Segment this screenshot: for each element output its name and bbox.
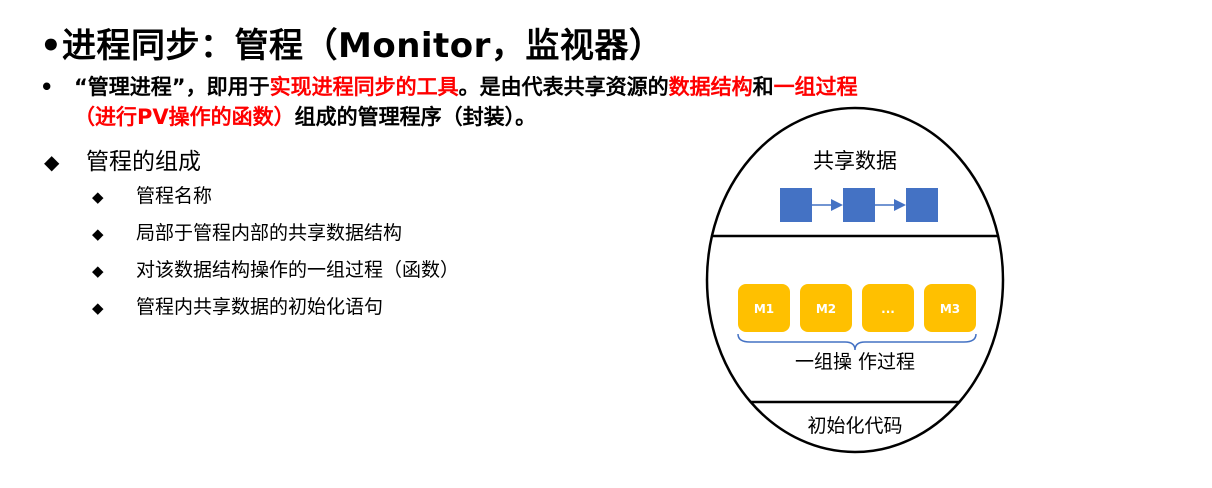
- list-item: ◆ 管程内共享数据的初始化语句: [92, 294, 459, 331]
- def-highlight-pv: （进行PV操作的函数）: [74, 105, 295, 129]
- slide-title: •进程同步：管程（Monitor，监视器）: [40, 18, 663, 67]
- diamond-bullet-icon: ◆: [92, 188, 104, 206]
- composition-heading-text: 管程的组成: [86, 149, 201, 175]
- def-text-1: “管理进程”，即用于: [74, 75, 270, 99]
- procedures-label: 一组操 作过程: [795, 351, 915, 373]
- def-highlight-data-structure: 数据结构: [668, 75, 753, 99]
- init-code-label: 初始化代码: [807, 415, 902, 437]
- list-item: ◆ 对该数据结构操作的一组过程（函数）: [92, 257, 459, 294]
- definition-line-2: （进行PV操作的函数）组成的管理程序（封装）。: [74, 102, 536, 132]
- shared-data-label: 共享数据: [813, 149, 897, 173]
- list-item: ◆ 局部于管程内部的共享数据结构: [92, 220, 459, 257]
- diamond-bullet-icon: ◆: [92, 225, 104, 243]
- composition-list: ◆ 管程名称 ◆ 局部于管程内部的共享数据结构 ◆ 对该数据结构操作的一组过程（函数）…: [92, 183, 459, 331]
- title-bullet: •: [40, 26, 63, 66]
- def-highlight-procedures: 一组过程: [773, 75, 858, 99]
- composition-heading: ◆ 管程的组成: [44, 142, 201, 176]
- curly-brace: [737, 333, 977, 351]
- procedure-box-m1: [738, 284, 790, 332]
- def-text-2: 。是由代表共享资源的: [458, 75, 669, 99]
- diamond-bullet-icon: ◆: [44, 150, 60, 174]
- def-highlight-tool: 实现进程同步的工具: [269, 75, 459, 99]
- data-block: [843, 188, 875, 222]
- diamond-bullet-icon: ◆: [92, 299, 104, 317]
- procedure-label: M3: [940, 302, 960, 316]
- def-text-4: 组成的管理程序（封装）。: [294, 105, 537, 129]
- procedure-label: M1: [754, 302, 774, 316]
- definition-line-1: “管理进程”，即用于实现进程同步的工具。是由代表共享资源的数据结构和一组过程: [74, 72, 858, 102]
- def-text-3: 和: [752, 75, 774, 99]
- data-block: [906, 188, 938, 222]
- procedure-label: ...: [881, 302, 895, 316]
- list-item-text: 管程名称: [136, 185, 213, 207]
- procedure-box-m2: [800, 284, 852, 332]
- title-text: 进程同步：管程（Monitor，监视器）: [62, 26, 664, 66]
- list-item-text: 管程内共享数据的初始化语句: [136, 296, 384, 318]
- data-block: [780, 188, 812, 222]
- monitor-diagram: 共享数据 M1 M2 ... M3 一组操 作过程 初始化代码: [700, 100, 1020, 460]
- list-item-text: 对该数据结构操作的一组过程（函数）: [136, 259, 460, 281]
- definition-bullet: •: [40, 75, 54, 99]
- procedure-box-m3: [924, 284, 976, 332]
- list-item: ◆ 管程名称: [92, 183, 459, 220]
- monitor-diagram-svg: 共享数据 M1 M2 ... M3 一组操 作过程 初始化代码: [705, 106, 1005, 454]
- diamond-bullet-icon: ◆: [92, 262, 104, 280]
- list-item-text: 局部于管程内部的共享数据结构: [136, 222, 403, 244]
- procedure-box-ellipsis: [862, 284, 914, 332]
- procedure-label: M2: [816, 302, 836, 316]
